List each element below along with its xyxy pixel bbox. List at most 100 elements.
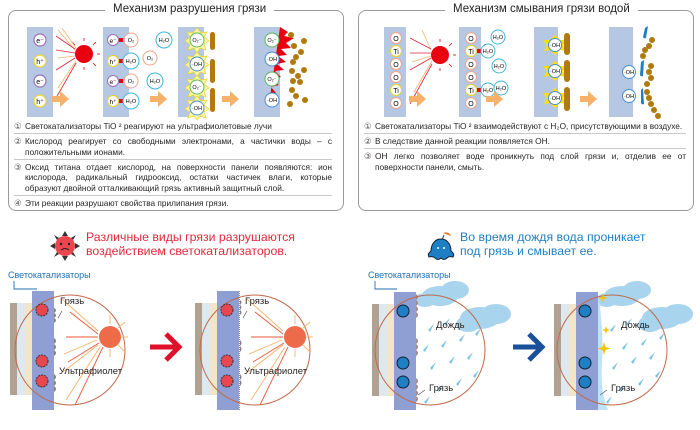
arrow-right-icon (52, 91, 69, 107)
svg-text:·OH: ·OH (192, 106, 202, 112)
dirt-washing-panel: Механизм смывания грязи водой (358, 3, 694, 211)
angry-dirt-icon (35, 303, 49, 317)
rain-mascot-icon (396, 304, 410, 318)
arrow-right-icon (409, 91, 426, 107)
panel-title: Механизм разрушения грязи (105, 3, 275, 15)
dirt-particles (287, 32, 308, 107)
stage-4-dirt-breakdown: O₂⁻ ·OH O₂⁻ ·OH (254, 27, 308, 117)
angry-dirt-icon (35, 374, 49, 388)
svg-text:·OH: ·OH (550, 69, 560, 75)
svg-text:h⁺: h⁺ (36, 58, 44, 66)
uv-label: Ультрафиолет (244, 366, 308, 377)
particle-h-1: h⁺ (33, 54, 47, 68)
svg-text:O: O (393, 62, 399, 69)
svg-text:H₂O: H₂O (494, 64, 505, 70)
stage-3-oh-layer: ·OH ·OH ·OH (534, 27, 597, 117)
svg-text:Ti: Ti (468, 88, 474, 95)
svg-text:H₂O: H₂O (126, 59, 137, 65)
particle-h-2: h⁺ (33, 94, 47, 108)
arrow-right-icon (150, 332, 183, 362)
svg-text:·OH: ·OH (267, 57, 277, 63)
dirt-layer (564, 33, 570, 111)
angry-dirt-icon (220, 374, 234, 388)
stage-2-reaction: e⁻ h⁺ e⁻ h⁺ O₂ H₂O O₂ H₂O H₂O O₂ H₂O (103, 27, 173, 117)
arrow-right-icon (222, 91, 239, 107)
sun-icon (246, 298, 313, 406)
rain-mascot-icon (578, 375, 592, 389)
svg-text:·OH: ·OH (192, 62, 202, 68)
stage-3-protective-layer: O₂⁻ ·OH O₂⁻ ·OH (178, 27, 239, 120)
rain-drops (423, 318, 481, 404)
svg-text:·OH: ·OH (624, 70, 634, 76)
svg-text:O: O (468, 36, 474, 43)
dirt-destruction-diagram: e⁻ h⁺ e⁻ h⁺ e⁻ h⁺ e⁻ h⁺ O₂ H₂O O (27, 27, 308, 120)
angry-dirt-icon (35, 354, 49, 368)
arrow-right-icon (486, 91, 503, 107)
rain-drops (606, 318, 665, 404)
svg-text:h⁺: h⁺ (36, 98, 44, 106)
svg-text:O: O (393, 36, 399, 43)
svg-text:Ti: Ti (468, 49, 474, 56)
dirt-destruction-panel: Механизм разрушения грязи (8, 3, 344, 211)
svg-text:·OH: ·OH (267, 98, 277, 104)
particle-e-2: e⁻ (33, 74, 47, 88)
svg-text:O: O (393, 75, 399, 82)
svg-text:H₂O: H₂O (126, 99, 137, 105)
svg-text:O₂⁻: O₂⁻ (192, 38, 201, 44)
angry-dirt-icon (220, 303, 234, 317)
photocatalyst-label: Светокатализаторы (8, 270, 91, 280)
svg-text:e⁻: e⁻ (109, 79, 116, 86)
svg-text:O: O (468, 62, 474, 69)
svg-text:O₂⁻: O₂⁻ (267, 77, 276, 83)
dirt-label: Грязь (611, 383, 636, 394)
angry-dirt-mascot-icon (50, 231, 80, 261)
svg-text:O₂⁻: O₂⁻ (192, 85, 201, 91)
svg-text:O₂: O₂ (128, 79, 134, 85)
svg-text:H₂O: H₂O (483, 88, 494, 94)
rain-mascot-icon (578, 304, 592, 318)
dirt-label: Грязь (245, 296, 270, 307)
svg-text:h⁺: h⁺ (109, 59, 116, 66)
dirt-label: Грязь (429, 383, 454, 394)
svg-text:e⁻: e⁻ (109, 38, 116, 45)
svg-text:O: O (468, 101, 474, 108)
arrow-right-icon (513, 332, 546, 362)
sun-icon (55, 27, 100, 99)
svg-text:H₂O: H₂O (483, 49, 494, 55)
svg-text:O: O (393, 101, 399, 108)
sun-icon (61, 298, 128, 406)
svg-text:·OH: ·OH (550, 96, 560, 102)
rain-mascot-icon (578, 356, 592, 370)
particle-e-1: e⁻ (33, 33, 47, 47)
svg-text:O₂: O₂ (128, 38, 134, 44)
sparkle-icon (597, 293, 611, 355)
destruction-headline: Различные виды грязи разрушаются воздейс… (86, 230, 295, 258)
rain-label: Дождь (621, 320, 650, 331)
arrow-right-icon (150, 91, 167, 107)
svg-text:Ti: Ti (393, 88, 399, 95)
svg-text:O₂: O₂ (147, 56, 153, 62)
svg-text:·OH: ·OH (550, 43, 560, 49)
stage-1-uv-exposure: O Ti O O Ti O (384, 27, 456, 117)
svg-text:O: O (468, 75, 474, 82)
svg-text:e⁻: e⁻ (36, 38, 44, 45)
svg-text:H₂O: H₂O (496, 86, 507, 92)
svg-text:·OH: ·OH (624, 94, 634, 100)
rain-mascot-icon (427, 232, 455, 260)
stage-2-water-binding: O Ti O O Ti O H₂O H₂O H₂O H₂O H₂O (459, 27, 509, 117)
dirt-washing-diagram: O Ti O O Ti O O Ti O O Ti O H (384, 26, 661, 119)
rain-label: Дождь (436, 320, 465, 331)
svg-text:H₂O: H₂O (159, 38, 170, 44)
rain-mascot-icon (396, 375, 410, 389)
